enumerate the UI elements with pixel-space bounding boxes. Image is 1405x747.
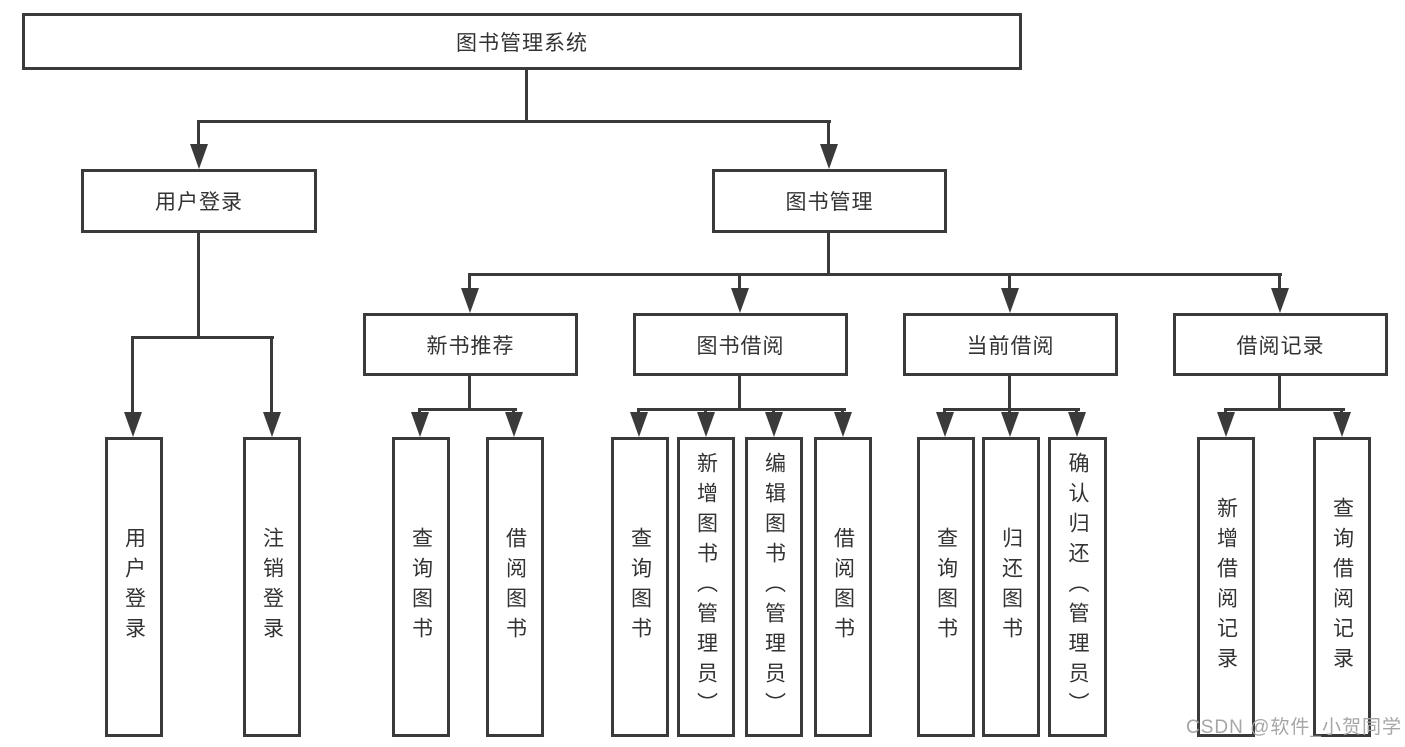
connector-book-borrow-stem <box>738 376 741 411</box>
node-new-books-label: 新书推荐 <box>426 334 515 358</box>
node-borrow-records: 借阅记录 <box>1173 313 1388 376</box>
node-book-mgmt-label: 图书管理 <box>785 191 874 214</box>
leaf-bookborrow-add-label: 新增图书（管理员） <box>694 452 718 722</box>
leaf-newbooks-borrow: 借阅图书 <box>486 437 544 737</box>
arrowhead-icon <box>731 288 749 313</box>
leaf-logout-label: 注销登录 <box>260 527 284 647</box>
leaf-currentborrow-confirm: 确认归还（管理员） <box>1048 437 1107 737</box>
node-book-mgmt: 图书管理 <box>712 169 947 233</box>
leaf-bookborrow-borrow: 借阅图书 <box>814 437 872 737</box>
arrowhead-icon <box>411 412 429 437</box>
leaf-newbooks-query: 查询图书 <box>392 437 450 737</box>
leaf-currentborrow-confirm-label: 确认归还（管理员） <box>1066 452 1089 722</box>
connector-arrow-line <box>270 336 273 412</box>
node-new-books: 新书推荐 <box>363 313 578 376</box>
arrowhead-icon <box>765 412 783 437</box>
node-user-login: 用户登录 <box>81 169 317 233</box>
connector-arrow-line <box>1278 273 1281 288</box>
leaf-bookborrow-borrow-label: 借阅图书 <box>831 527 855 647</box>
arrowhead-icon <box>1333 412 1351 437</box>
node-borrow-records-label: 借阅记录 <box>1236 334 1325 358</box>
leaf-currentborrow-return: 归还图书 <box>982 437 1040 737</box>
arrowhead-icon <box>1068 412 1086 437</box>
connector-arrow-line <box>468 273 471 288</box>
arrowhead-icon <box>190 144 208 169</box>
connector-borrow-records-stem <box>1278 376 1281 411</box>
node-root: 图书管理系统 <box>22 13 1022 70</box>
connector-arrow-line <box>738 273 741 288</box>
connector-level2-bus <box>197 120 831 123</box>
connector-new-books-stem <box>468 376 471 411</box>
connector-new-books-bus <box>418 408 517 411</box>
node-root-label: 图书管理系统 <box>456 31 588 55</box>
connector-current-borrow-stem <box>1008 376 1011 411</box>
leaf-currentborrow-query-label: 查询图书 <box>934 527 958 647</box>
arrowhead-icon <box>630 412 648 437</box>
leaf-newbooks-borrow-label: 借阅图书 <box>503 527 527 647</box>
connector-arrow-line <box>197 120 200 144</box>
arrowhead-icon <box>936 412 954 437</box>
node-current-borrow: 当前借阅 <box>903 313 1118 376</box>
arrowhead-icon <box>697 412 715 437</box>
connector-book-mgmt-stem <box>827 233 830 276</box>
connector-arrow-line <box>827 120 830 144</box>
arrowhead-icon <box>124 412 142 437</box>
arrowhead-icon <box>820 144 838 169</box>
connector-user-login-stem <box>197 233 200 339</box>
connector-arrow-line <box>1008 273 1011 288</box>
leaf-currentborrow-return-label: 归还图书 <box>999 527 1023 647</box>
leaf-logout: 注销登录 <box>243 437 301 737</box>
arrowhead-icon <box>1001 412 1019 437</box>
node-user-login-label: 用户登录 <box>155 191 243 214</box>
leaf-records-query-label: 查询借阅记录 <box>1330 497 1354 677</box>
connector-borrow-records-bus <box>1224 408 1345 411</box>
node-current-borrow-label: 当前借阅 <box>966 334 1055 358</box>
leaf-records-add-label: 新增借阅记录 <box>1214 497 1238 677</box>
arrowhead-icon <box>1271 288 1289 313</box>
csdn-watermark: CSDN @软件_小贺同学 <box>1186 717 1402 738</box>
connector-root-stem <box>525 70 528 123</box>
connector-user-login-bus <box>131 336 274 339</box>
leaf-user-login: 用户登录 <box>105 437 163 737</box>
leaf-bookborrow-query-label: 查询图书 <box>628 527 652 647</box>
connector-current-borrow-bus <box>943 408 1080 411</box>
arrowhead-icon <box>834 412 852 437</box>
connector-book-borrow-bus <box>637 408 846 411</box>
arrowhead-icon <box>263 412 281 437</box>
node-book-borrow: 图书借阅 <box>633 313 848 376</box>
connector-arrow-line <box>131 336 134 412</box>
leaf-newbooks-query-label: 查询图书 <box>409 527 433 647</box>
leaf-bookborrow-add: 新增图书（管理员） <box>677 437 735 737</box>
arrowhead-icon <box>505 412 523 437</box>
arrowhead-icon <box>1217 412 1235 437</box>
connector-level3-bus <box>468 273 1282 276</box>
node-book-borrow-label: 图书借阅 <box>696 334 785 358</box>
leaf-currentborrow-query: 查询图书 <box>917 437 975 737</box>
leaf-user-login-label: 用户登录 <box>122 527 146 647</box>
leaf-records-add: 新增借阅记录 <box>1197 437 1255 737</box>
leaf-bookborrow-edit-label: 编辑图书（管理员） <box>762 452 786 722</box>
leaf-records-query: 查询借阅记录 <box>1313 437 1371 737</box>
leaf-bookborrow-query: 查询图书 <box>611 437 669 737</box>
arrowhead-icon <box>461 288 479 313</box>
leaf-bookborrow-edit: 编辑图书（管理员） <box>745 437 803 737</box>
arrowhead-icon <box>1001 288 1019 313</box>
